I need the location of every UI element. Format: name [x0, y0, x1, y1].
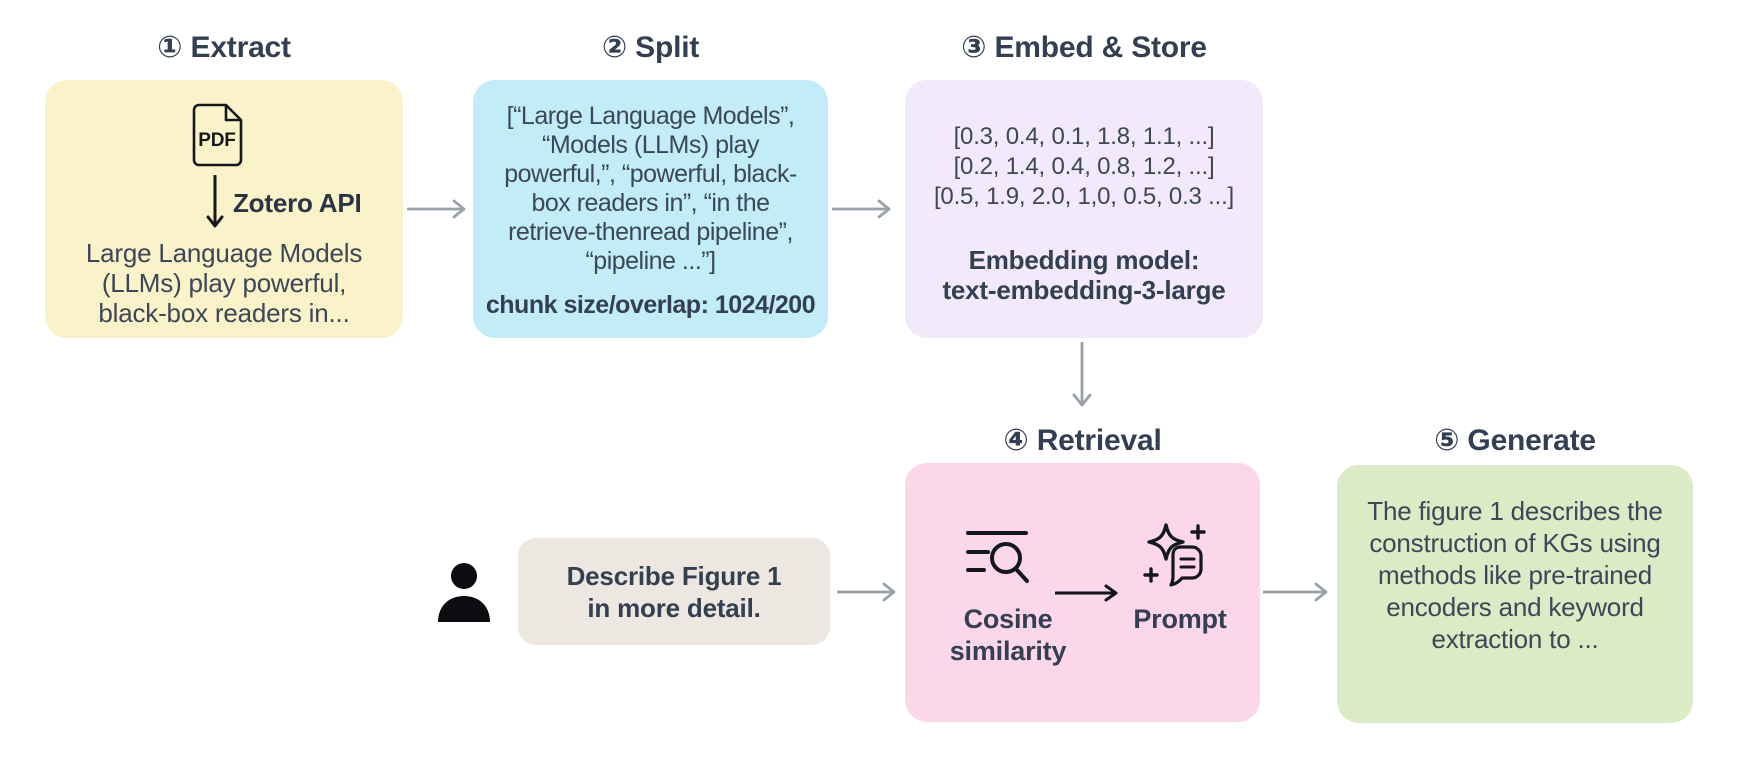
text-line: Describe Figure 1 [566, 560, 782, 591]
text-line: similarity [949, 636, 1067, 666]
chunked-text: [“Large Language Models”, “Models (LLMs)… [473, 102, 828, 276]
embedding-vectors: [0.3, 0.4, 0.1, 1.8, 1.1, ...] [0.2, 1.4… [905, 122, 1263, 212]
extracted-text: Large Language Models (LLMs) play powerf… [45, 238, 403, 328]
vector-line: [0.2, 1.4, 0.4, 0.8, 1.2, ...] [953, 153, 1215, 180]
text-line: in more detail. [587, 592, 761, 623]
text-line: “pipeline ...”] [585, 247, 716, 275]
step-title-generate: ⑤ Generate [1434, 424, 1596, 457]
text-line: text-embedding-3-large [942, 275, 1226, 305]
step-title-embed-store: ③ Embed & Store [961, 31, 1207, 64]
search-list-icon [966, 531, 1029, 583]
embed-store-box: [0.3, 0.4, 0.1, 1.8, 1.1, ...] [0.2, 1.4… [905, 80, 1263, 338]
text-line: Large Language Models [85, 238, 363, 268]
sparkle-prompt-icon [1143, 523, 1206, 587]
arrow-embed-to-retrieval [1072, 342, 1092, 407]
split-box: [“Large Language Models”, “Models (LLMs)… [473, 80, 828, 338]
arrow-split-to-embed [832, 199, 891, 219]
vector-line: [0.5, 1.9, 2.0, 1,0, 0.5, 0.3 ...] [933, 183, 1235, 210]
cosine-similarity-label: Cosine similarity [913, 603, 1103, 667]
user-query-text: Describe Figure 1 in more detail. [567, 560, 782, 624]
chunk-size-note: chunk size/overlap: 1024/200 [485, 291, 816, 319]
pdf-label: PDF [198, 130, 235, 151]
text-line: (LLMs) play powerful, [101, 268, 347, 298]
text-line: box readers in”, “in the [531, 189, 770, 217]
user-icon [438, 563, 490, 622]
text-line: Cosine [963, 604, 1053, 634]
zotero-api-label: Zotero API [233, 188, 362, 218]
embedding-model-note: Embedding model: text-embedding-3-large [905, 245, 1263, 305]
extract-box: PDF Zotero API Large Language Models (LL… [45, 80, 403, 338]
text-line: [“Large Language Models”, [506, 102, 795, 130]
vector-line: [0.3, 0.4, 0.1, 1.8, 1.1, ...] [953, 123, 1215, 150]
prompt-label: Prompt [1133, 604, 1227, 634]
arrow-query-to-retrieval [837, 582, 896, 602]
generate-box: The figure 1 describes the construction … [1337, 465, 1693, 723]
arrow-cosine-to-prompt [1055, 584, 1118, 602]
text-line: powerful,”, “powerful, black- [504, 160, 797, 188]
step-title-retrieval: ④ Retrieval [1003, 424, 1162, 457]
step-title-split: ② Split [601, 31, 700, 64]
down-arrow-icon [206, 175, 224, 228]
text-line: construction of KGs using [1369, 528, 1661, 558]
pdf-document-icon: PDF [192, 103, 243, 167]
retrieval-box: Cosine similarity Prompt [905, 463, 1260, 722]
user-query-bubble: Describe Figure 1 in more detail. [518, 538, 830, 645]
text-line: black-box readers in... [98, 298, 350, 328]
arrow-retrieval-to-generate [1263, 582, 1328, 602]
text-line: extraction to ... [1431, 624, 1599, 654]
arrow-extract-to-split [407, 199, 466, 219]
text-line: The figure 1 describes the [1367, 496, 1663, 526]
text-line: encoders and keyword [1386, 592, 1644, 622]
text-line: Embedding model: [968, 245, 1200, 275]
text-line: “Models (LLMs) play [542, 131, 759, 159]
text-line: retrieve-thenread pipeline”, [508, 218, 793, 246]
generated-answer-text: The figure 1 describes the construction … [1337, 495, 1693, 655]
step-title-extract: ① Extract [157, 31, 291, 64]
text-line: methods like pre-trained [1377, 560, 1653, 590]
